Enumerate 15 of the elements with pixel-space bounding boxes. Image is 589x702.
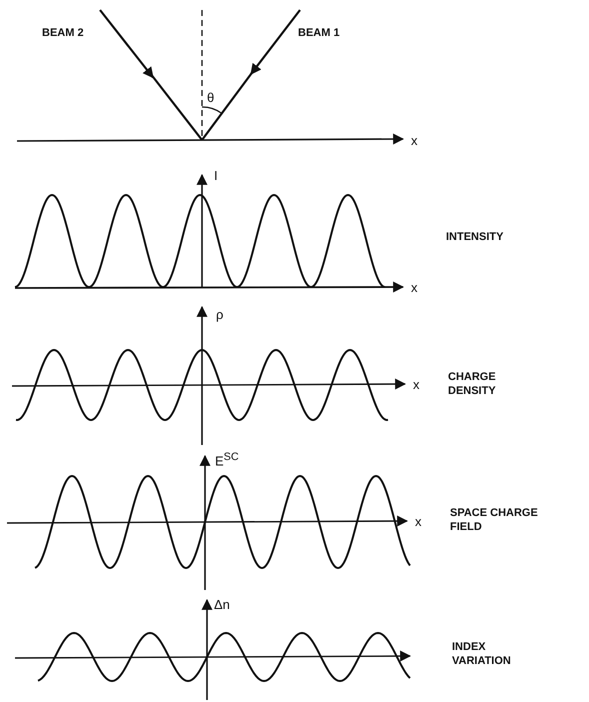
curve-label: INTENSITY [446, 230, 504, 244]
axis-label: I [214, 169, 218, 183]
curve-label: INDEX VARIATION [452, 640, 512, 668]
axis-label: ρ [216, 308, 224, 322]
angle-symbol: θ [207, 91, 214, 105]
beam-label: BEAM 1 [298, 26, 340, 40]
axis-label: x [411, 134, 418, 148]
axis-label: x [413, 378, 420, 392]
axis-label: Δn [214, 598, 230, 612]
axis-label: x [415, 515, 422, 529]
axis-label: E$^{SC}$ [215, 450, 239, 468]
beam-label: BEAM 2 [42, 26, 84, 40]
curve-label: SPACE CHARGE FIELD [450, 506, 539, 534]
axis-label: x [411, 281, 418, 295]
curve-label: CHARGE DENSITY [448, 370, 497, 398]
